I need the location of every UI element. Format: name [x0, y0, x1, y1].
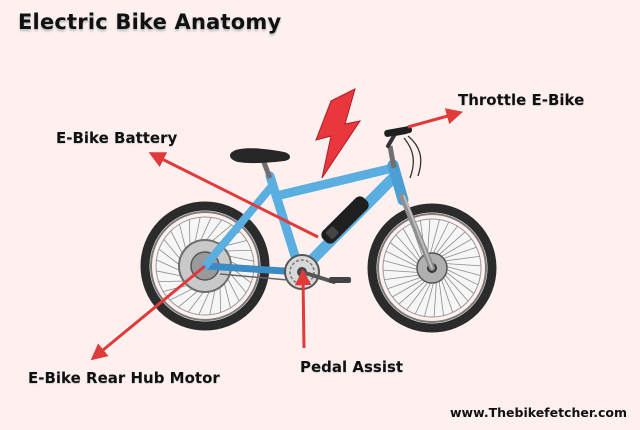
wheel-spoke: [158, 280, 187, 282]
wheel-spoke: [414, 279, 433, 315]
wheel-spoke: [156, 259, 182, 272]
arrow-pedal: [294, 268, 312, 349]
wheel-spoke: [219, 284, 221, 313]
wheel-spoke: [170, 230, 184, 256]
wheel-spoke: [384, 274, 423, 280]
wheel-spoke: [204, 219, 223, 243]
wheel-spoke: [443, 265, 481, 276]
wheel-spoke: [438, 277, 444, 316]
wheel-spoke: [443, 263, 482, 267]
arrow-motor: [90, 264, 206, 361]
wheel-spoke: [433, 225, 458, 257]
throttle-grip: [384, 126, 413, 137]
wheel-spoke: [226, 276, 240, 302]
wheel-spoke: [424, 279, 435, 317]
wheel-spoke: [169, 287, 195, 301]
wheel-spoke: [406, 279, 431, 311]
wheel-spoke: [210, 224, 232, 243]
wheel-spoke: [209, 287, 216, 315]
wheel-spoke: [226, 255, 254, 262]
wheel-spoke: [398, 278, 428, 305]
wheel-spoke: [395, 234, 422, 264]
wheel-spoke: [163, 239, 182, 261]
pedal: [329, 277, 351, 283]
wheel-spoke: [382, 269, 421, 273]
bike-frame: [201, 159, 435, 278]
label-throttle: Throttle E-Bike: [458, 91, 585, 109]
wheel-spoke: [189, 219, 191, 248]
battery: [321, 196, 369, 244]
wheel-spoke: [392, 277, 426, 298]
saddle: [230, 148, 290, 179]
wheel-spoke: [389, 242, 421, 267]
wheel-spoke: [387, 276, 424, 290]
wheel-spoke: [223, 280, 231, 308]
handlebar: [384, 126, 422, 179]
wheel-spoke: [199, 217, 212, 243]
wheel-spoke: [223, 250, 252, 252]
wheel-spoke: [158, 248, 182, 267]
wheel-spoke: [429, 219, 440, 257]
wheel-spoke: [438, 238, 472, 259]
wheel-spoke: [383, 260, 421, 271]
page-title: Electric Bike Anatomy: [18, 10, 282, 34]
wheel-spoke: [442, 272, 469, 302]
wheel-spoke: [402, 228, 423, 262]
wheel-spoke: [198, 289, 211, 315]
wheel-spoke: [443, 269, 475, 294]
lightning-bolt-icon: [315, 88, 362, 179]
wheel-spoke: [156, 270, 184, 277]
wheel-spoke: [443, 267, 479, 286]
wheel-spoke: [436, 231, 466, 258]
wheel-spoke: [441, 274, 462, 308]
wheel-spoke: [440, 276, 454, 313]
callout-arrows: [90, 108, 463, 361]
label-motor: E-Bike Rear Hub Motor: [28, 369, 220, 387]
website-credit: www.Thebikefetcher.com: [450, 405, 628, 420]
wheel-spoke: [187, 289, 206, 313]
arrow-throttle: [407, 108, 463, 129]
wheel-spoke: [441, 256, 480, 262]
wheel-spoke: [433, 279, 437, 318]
label-pedal: Pedal Assist: [300, 358, 404, 376]
wheel-spoke: [431, 221, 450, 257]
wheel-spoke: [179, 224, 187, 252]
wheel-spoke: [440, 246, 477, 260]
wheel-spoke: [178, 289, 200, 308]
wheel-spoke: [385, 250, 421, 269]
label-battery: E-Bike Battery: [56, 129, 178, 147]
wheel-spoke: [194, 217, 201, 245]
arrow-battery: [148, 152, 319, 239]
